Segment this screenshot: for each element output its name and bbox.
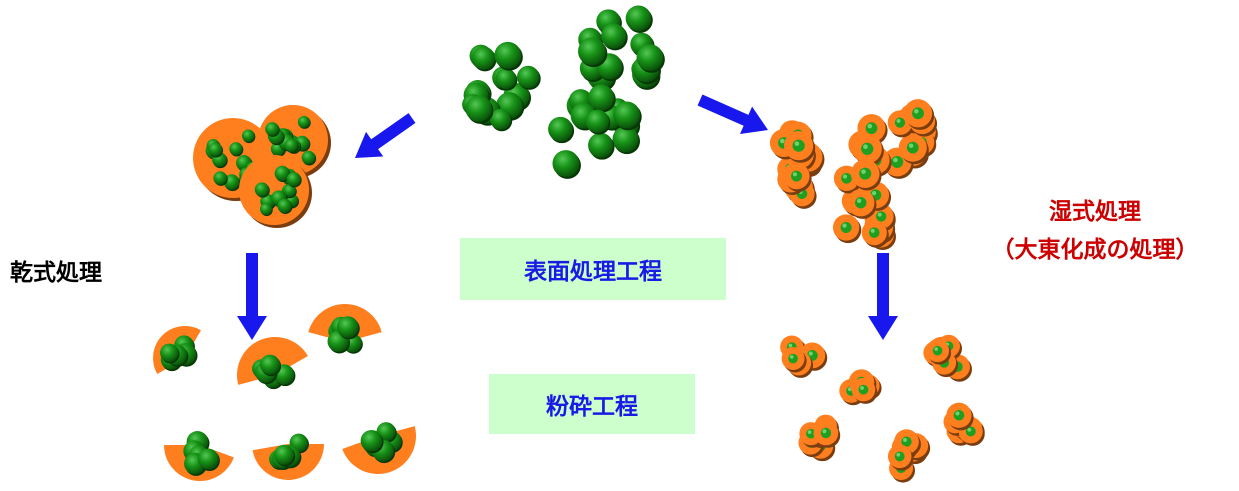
particle-illustrations (153, 5, 985, 483)
arrow-down-left-icon (354, 113, 416, 159)
dry-crushed-fragments (153, 304, 416, 481)
process-arrows (237, 94, 898, 340)
coated-fragment (252, 433, 324, 480)
arrow-down-icon (237, 253, 267, 340)
surface-process-label: 表面処理工程 (524, 259, 662, 285)
arrow-down-icon (868, 253, 898, 340)
dry-process-label: 乾式処理 (10, 260, 102, 286)
raw-particle-aggregates (462, 5, 665, 179)
coated-fragment (308, 304, 382, 354)
coated-fragment (164, 431, 234, 481)
wet-process-note: （大東化成の処理） (991, 237, 1199, 263)
coated-fragment (237, 337, 308, 390)
coated-fragment (153, 326, 201, 374)
crush-process-box: 粉砕工程 (489, 374, 695, 434)
wet-process-title: 湿式処理 (1049, 199, 1141, 225)
coated-fragment (342, 422, 416, 474)
dry-coated-granules (193, 105, 331, 228)
crush-process-label: 粉砕工程 (546, 394, 638, 420)
wet-crushed-clusters (780, 334, 985, 483)
wet-coated-aggregates (769, 99, 938, 251)
wet-process-label: 湿式処理 （大東化成の処理） (950, 193, 1239, 269)
arrow-down-right-icon (697, 94, 768, 135)
surface-process-box: 表面処理工程 (460, 238, 726, 300)
